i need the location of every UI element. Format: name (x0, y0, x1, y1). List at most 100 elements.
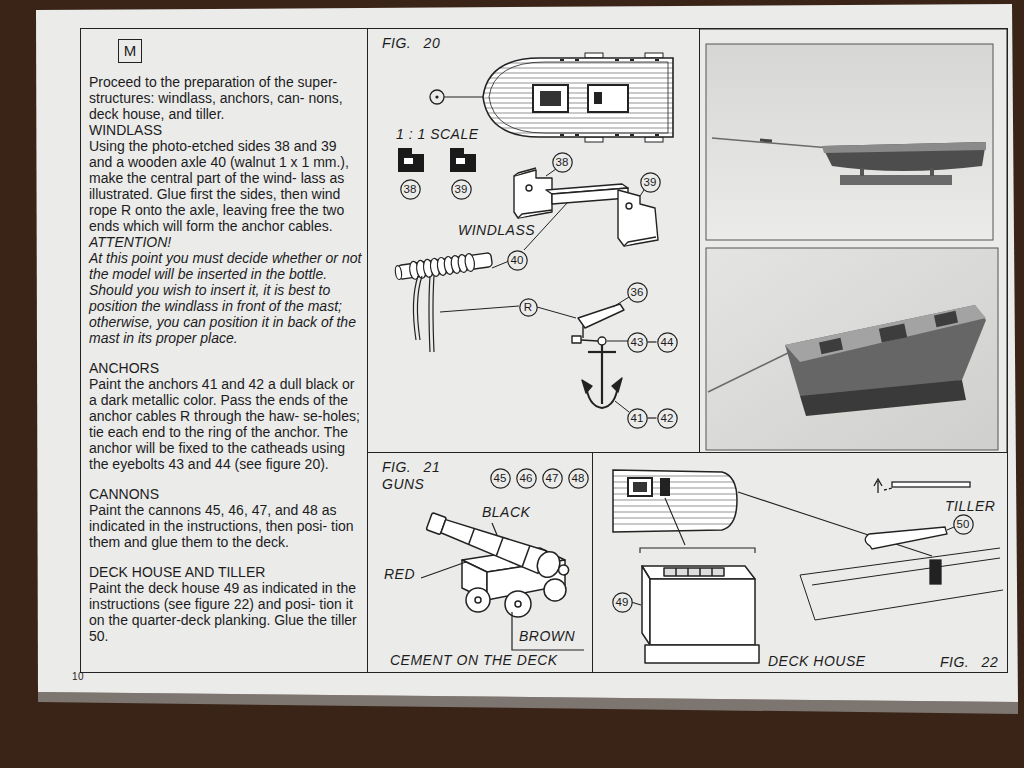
callout-number: 48 (572, 472, 585, 484)
callout-number: R (524, 301, 532, 313)
body-text: Paint the cannons 45, 46, 47, and 48 as … (89, 502, 363, 550)
callout-outline (627, 408, 646, 427)
callout-number: 43 (631, 336, 644, 348)
callout-number: 36 (631, 286, 644, 298)
leader-line (607, 297, 629, 412)
page-number: 10 (72, 669, 84, 685)
anchor-drawing (572, 304, 624, 408)
leader-line (440, 306, 576, 318)
callout-outline (627, 282, 646, 301)
model-photo (706, 44, 993, 240)
callout-outline (490, 468, 509, 487)
section-heading: ANCHORS (89, 360, 363, 376)
leader-line (421, 523, 584, 650)
callout-circle-node: R (519, 298, 538, 317)
callout-outline (451, 179, 470, 198)
scale-label: 1 : 1 SCALE (396, 126, 479, 142)
page-sheet (36, 4, 1018, 702)
callout-number: 46 (520, 472, 533, 484)
leader-line (947, 527, 954, 530)
intro-text: Proceed to the preparation of the super-… (89, 74, 363, 122)
color-label: RED (384, 566, 415, 582)
callout-circle-node: 42 (657, 408, 678, 429)
connector-line (648, 341, 657, 342)
callout-circle-node: 38 (552, 152, 573, 173)
step-letter: M (124, 43, 137, 59)
body-text: Paint the deck house 49 as indicated in … (89, 580, 363, 644)
frame-line (700, 28, 1008, 452)
warning-heading: ATTENTION! (89, 234, 363, 250)
connector-line (648, 417, 657, 418)
callout-circle-node: 38 (400, 179, 421, 200)
callout-number: 38 (404, 183, 417, 195)
callout-circle-node: 43 (627, 332, 648, 353)
callout-outline (400, 179, 419, 198)
callout-number: 41 (631, 412, 644, 424)
callout-outline (953, 514, 972, 533)
callout-number: 39 (644, 176, 657, 188)
step-letter-box: M (118, 39, 142, 63)
callout-outline (552, 152, 571, 171)
cannon-drawing (425, 509, 573, 617)
callout-circle-node: 49 (612, 592, 633, 613)
part-label: WINDLASS (458, 222, 535, 238)
callout-circle-node: 45 (490, 468, 511, 489)
figure-title: FIG. 20 (382, 35, 440, 51)
callout-circle-node: 48 (568, 468, 589, 489)
callout-number: 50 (957, 518, 970, 530)
callout-circle-node: 47 (542, 468, 563, 489)
callout-outline (507, 250, 526, 269)
figure-panel: FIG. 20 38 39 38 39 40R 36 43 44 41 42 (368, 28, 700, 452)
callout-circle-node: 50 (953, 514, 974, 535)
scale-part-icon (398, 148, 476, 172)
callout-outline (516, 468, 535, 487)
callout-number: 38 (556, 156, 569, 168)
section-heading: WINDLASS (89, 122, 363, 138)
color-label: BROWN (519, 628, 575, 644)
callout-circle-node: 41 (627, 408, 648, 429)
part-label: DECK HOUSE (768, 653, 866, 669)
callout-circle-node: 46 (516, 468, 537, 489)
callout-number: 45 (494, 472, 507, 484)
callout-outline (519, 298, 536, 315)
leader-line (546, 169, 556, 176)
callout-outline (612, 592, 631, 611)
windlass-drawing (514, 168, 658, 246)
figure-panel: FIG. 22 49 50 (593, 452, 1008, 673)
callout-circle-node: 39 (451, 179, 472, 200)
instruction-column: Proceed to the preparation of the super-… (80, 28, 368, 673)
callout-number: 42 (661, 412, 674, 424)
instruction-label: CEMENT ON THE DECK (390, 652, 558, 668)
callout-number: 44 (661, 336, 674, 348)
callout-circle-node: 39 (640, 172, 661, 193)
anchor-cable (413, 276, 434, 352)
callout-circle-node: 44 (657, 332, 678, 353)
tiller-drawing (800, 479, 1003, 620)
figure-title: FIG. 22 (940, 654, 998, 670)
callout-number: 40 (511, 254, 524, 266)
text-flow: Proceed to the preparation of the super-… (89, 74, 363, 644)
callout-outline (657, 332, 676, 351)
section-heading: CANNONS (89, 486, 363, 502)
color-label: BLACK (482, 504, 530, 520)
body-text: Using the photo-etched sides 38 and 39 a… (89, 138, 363, 234)
warning-text: At this point you must decide whether or… (89, 250, 363, 346)
figure-title: GUNS (382, 476, 424, 492)
callout-number: 49 (616, 596, 629, 608)
model-photo (706, 248, 998, 450)
callout-number: 47 (546, 472, 559, 484)
callout-outline (568, 468, 587, 487)
part-label: TILLER (945, 498, 995, 514)
rope-axle-drawing (394, 251, 493, 282)
callout-outline (640, 172, 659, 191)
figure-title: FIG. 21 (382, 459, 440, 475)
callout-circle-node: 40 (507, 250, 528, 271)
section-heading: DECK HOUSE AND TILLER (89, 564, 363, 580)
leader-line (631, 492, 932, 605)
callout-outline (657, 408, 676, 427)
deck-house-drawing (610, 470, 759, 663)
callout-number: 39 (455, 183, 468, 195)
callout-outline (542, 468, 561, 487)
callout-outline (627, 332, 646, 351)
callout-circle-node: 36 (627, 282, 648, 303)
